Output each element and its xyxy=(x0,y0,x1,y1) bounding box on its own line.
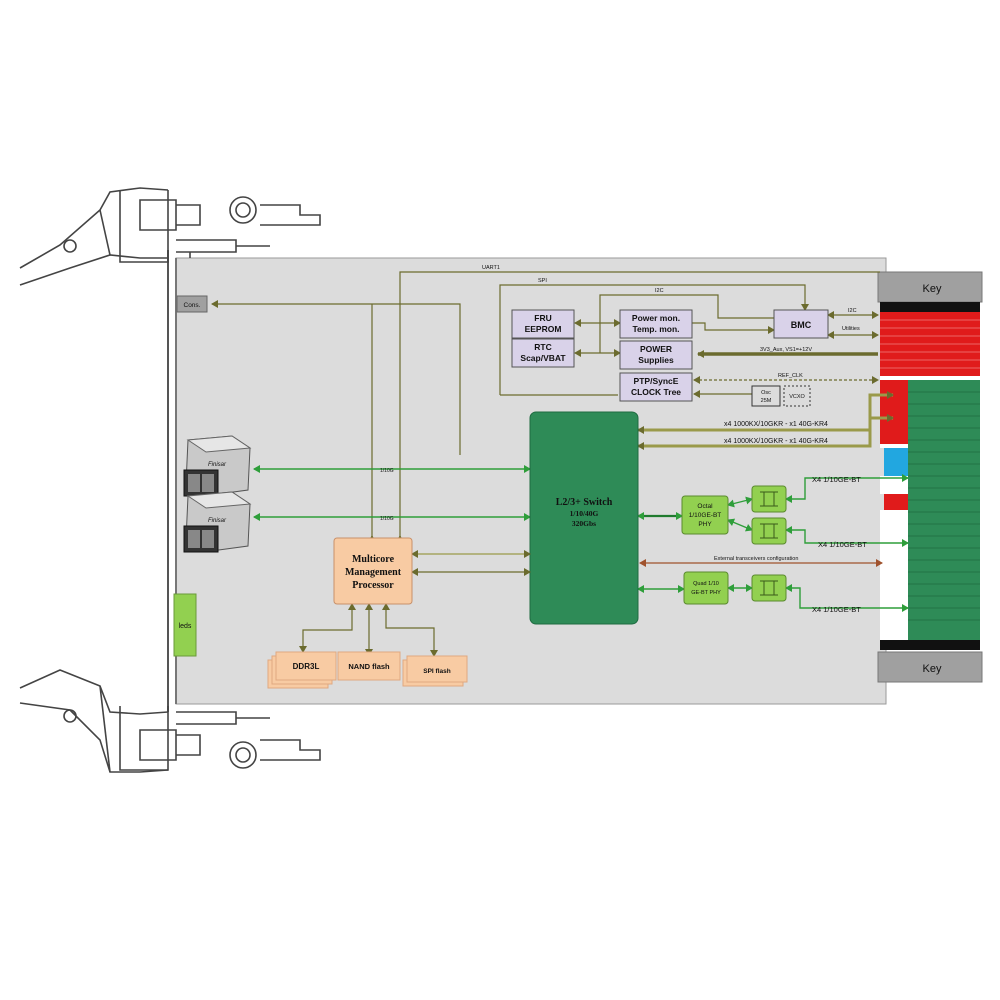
bt-link-label-2: X4 1/10GE-BT xyxy=(818,540,867,549)
connector-green-block xyxy=(908,380,980,640)
svg-text:leds: leds xyxy=(179,623,192,630)
svg-text:320Gbs: 320Gbs xyxy=(572,519,596,528)
power-supplies-box: POWER Supplies xyxy=(619,340,693,370)
data-links xyxy=(253,465,909,612)
ejector-handle-bottom xyxy=(19,669,321,773)
processor-links xyxy=(299,535,531,657)
svg-text:L2/3+ Switch: L2/3+ Switch xyxy=(556,497,613,508)
uart1-label: UART1 xyxy=(482,265,500,271)
bmc-box: BMC xyxy=(773,309,829,339)
svg-text:VCXO: VCXO xyxy=(789,394,805,400)
console-line xyxy=(211,300,461,455)
octal-phy-box: Octal 1/10GE-BT PHY xyxy=(681,495,729,535)
power-feed-label: 3V3_Aux, VS1=+12V xyxy=(760,347,812,353)
ejector-handle-top xyxy=(19,187,321,286)
sfp-brand-1: Finisar xyxy=(208,462,227,468)
kr-links xyxy=(637,391,894,450)
svg-text:POWER: POWER xyxy=(640,344,672,354)
sfp-link-label-2: 1/10G xyxy=(380,516,394,522)
console-box: Cons. xyxy=(176,295,208,313)
transformer-2 xyxy=(751,517,787,545)
uart-line xyxy=(399,271,880,540)
i2c-label-bmc: I2C xyxy=(848,308,857,314)
key-top xyxy=(877,271,983,303)
key-bottom-label: Key xyxy=(923,663,942,675)
key-top-label: Key xyxy=(923,283,942,295)
sfp-link-label-1: 1/10G xyxy=(380,468,394,474)
rtc-box: RTC Scap/VBAT xyxy=(511,338,575,368)
i2c-label-top: I2C xyxy=(655,288,664,294)
spi-flash-box: SPI flash xyxy=(402,655,468,687)
svg-text:25M: 25M xyxy=(761,398,772,404)
svg-text:Supplies: Supplies xyxy=(638,355,674,365)
management-processor-box: Multicore Management Processor xyxy=(333,537,413,605)
sfp-cage-1: Finisar xyxy=(183,435,252,497)
svg-text:Cons.: Cons. xyxy=(184,302,201,309)
bt-link-label-1: X4 1/10GE-BT xyxy=(812,475,861,484)
leds-box: leds xyxy=(173,593,197,657)
i2c-line xyxy=(599,294,774,353)
spi-label: SPI xyxy=(538,278,547,284)
svg-text:Management: Management xyxy=(345,567,402,578)
kr-link-label-1: x4 1000KX/10GKR - x1 40G-KR4 xyxy=(724,421,828,428)
sfp-brand-2: Finisar xyxy=(208,518,227,524)
svg-text:Quad 1/10: Quad 1/10 xyxy=(693,581,719,587)
ext-config-label: External transceivers configuration xyxy=(714,556,798,562)
svg-text:RTC: RTC xyxy=(534,342,551,352)
bt-link-label-3: X4 1/10GE-BT xyxy=(812,605,861,614)
svg-text:Multicore: Multicore xyxy=(352,554,395,565)
svg-text:Osc: Osc xyxy=(761,390,771,396)
svg-text:BMC: BMC xyxy=(791,320,812,330)
svg-text:FRU: FRU xyxy=(534,313,551,323)
ddr3l-box: DDR3L xyxy=(267,651,337,689)
key-bottom xyxy=(877,651,983,683)
svg-text:Power mon.: Power mon. xyxy=(632,313,680,323)
svg-text:EEPROM: EEPROM xyxy=(525,324,562,334)
connector-red-small xyxy=(884,494,908,510)
svg-text:PHY: PHY xyxy=(698,521,712,528)
utilities-label: Utilities xyxy=(842,326,860,332)
management-buses xyxy=(211,271,880,540)
nand-flash-box: NAND flash xyxy=(337,651,401,681)
transformer-1 xyxy=(751,485,787,513)
connector-red-side xyxy=(880,380,908,444)
connector-blue-block xyxy=(884,448,908,476)
vcxo-box: VCXO xyxy=(783,385,811,407)
svg-text:PTP/SyncE: PTP/SyncE xyxy=(634,376,679,386)
fru-eeprom-box: FRU EEPROM xyxy=(511,309,575,339)
quad-phy-box: Quad 1/10 GE-BT PHY xyxy=(683,571,729,605)
spi-line xyxy=(499,284,809,395)
svg-text:DDR3L: DDR3L xyxy=(293,662,320,671)
svg-text:Temp. mon.: Temp. mon. xyxy=(632,324,679,334)
kr-link-label-2: x4 1000KX/10GKR - x1 40G-KR4 xyxy=(724,438,828,445)
svg-text:Scap/VBAT: Scap/VBAT xyxy=(520,353,566,363)
svg-text:GE-BT PHY: GE-BT PHY xyxy=(691,590,721,596)
svg-text:1/10GE-BT: 1/10GE-BT xyxy=(689,512,722,519)
ptp-synce-clock-box: PTP/SyncE CLOCK Tree xyxy=(619,372,693,402)
ref-clk-label: REF_CLK xyxy=(778,373,803,379)
power-monitor-box: Power mon. Temp. mon. xyxy=(619,309,693,339)
backplane-connector: Key Key xyxy=(877,271,983,683)
svg-text:NAND flash: NAND flash xyxy=(348,662,390,671)
oscillator-box: Osc 25M xyxy=(751,385,781,407)
sfp-cage-2: Finisar xyxy=(183,491,252,553)
transformer-3 xyxy=(751,574,787,602)
svg-text:Octal: Octal xyxy=(697,503,713,510)
svg-text:SPI flash: SPI flash xyxy=(423,668,450,675)
l2-l3-switch-box: L2/3+ Switch 1/10/40G 320Gbs xyxy=(529,411,639,625)
svg-text:1/10/40G: 1/10/40G xyxy=(570,509,599,518)
svg-text:Processor: Processor xyxy=(352,580,394,591)
svg-text:CLOCK Tree: CLOCK Tree xyxy=(631,387,681,397)
